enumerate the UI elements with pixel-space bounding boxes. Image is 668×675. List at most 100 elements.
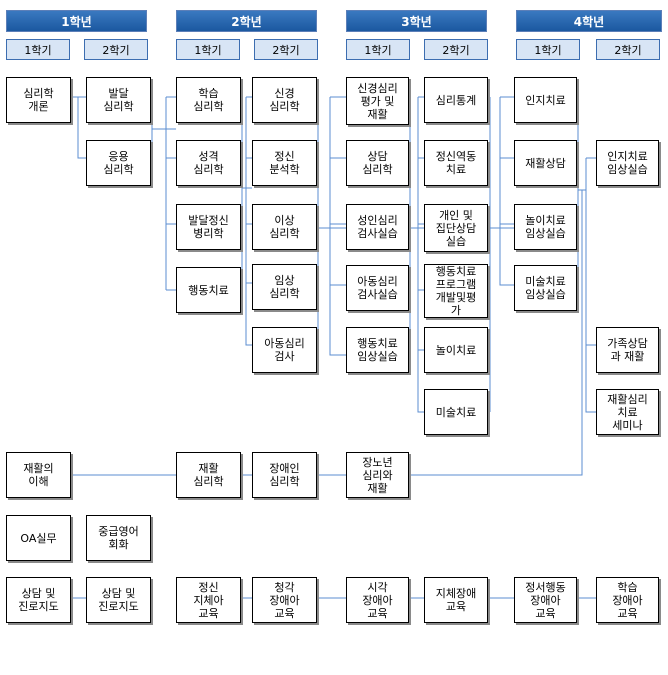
year-header-3: 3학년 — [346, 10, 487, 32]
course-box: 신경 심리학 — [252, 77, 317, 123]
course-box: 임상 심리학 — [252, 264, 317, 310]
course-box: 행동치료 — [176, 267, 241, 313]
course-label: 학습 심리학 — [193, 87, 224, 113]
course-label: 지체장애 교육 — [435, 587, 477, 613]
semester-header-1-2: 2학기 — [84, 39, 148, 60]
semester-header-3-2: 2학기 — [424, 39, 488, 60]
year-header-2: 2학년 — [176, 10, 317, 32]
course-box: 심리통계 — [424, 77, 488, 123]
semester-header-4-1: 1학기 — [516, 39, 580, 60]
course-box: 학습 장애아 교육 — [596, 577, 659, 623]
semester-header-2-2: 2학기 — [254, 39, 318, 60]
course-box: 인지치료 — [514, 77, 577, 123]
course-label: 재활상담 — [525, 156, 566, 170]
course-label: 심리통계 — [435, 93, 477, 107]
course-box: 중급영어 회화 — [86, 515, 151, 561]
course-box: 시각 장애아 교육 — [346, 577, 409, 623]
course-label: 미술치료 — [435, 405, 477, 419]
course-box: 재활심리 치료 세미나 — [596, 389, 659, 435]
course-box: 응용 심리학 — [86, 140, 151, 186]
course-label: 학습 장애아 교육 — [612, 580, 643, 620]
course-box: 아동심리 검사실습 — [346, 265, 409, 311]
course-label: 미술치료 임상실습 — [525, 275, 566, 301]
course-box: 재활 심리학 — [176, 452, 241, 498]
course-label: 장노년 심리와 재활 — [362, 455, 393, 495]
course-label: 정신역동 치료 — [435, 150, 477, 176]
course-box: 장노년 심리와 재활 — [346, 452, 409, 498]
course-label: 중급영어 회화 — [98, 525, 139, 551]
course-label: 성격 심리학 — [193, 150, 224, 176]
course-label: 아동심리 검사실습 — [357, 275, 398, 301]
semester-header-3-1: 1학기 — [346, 39, 410, 60]
course-box: 놀이치료 — [424, 327, 488, 373]
course-box: 아동심리 검사 — [252, 327, 317, 373]
course-label: 장애인 심리학 — [269, 462, 300, 488]
course-box: 상담 심리학 — [346, 140, 409, 186]
course-label: 정신 분석학 — [269, 150, 300, 176]
course-box: 가족상담 과 재활 — [596, 327, 659, 373]
course-label: 응용 심리학 — [103, 150, 134, 176]
course-box: 청각 장애아 교육 — [252, 577, 317, 623]
course-box: 정신 지체아 교육 — [176, 577, 241, 623]
course-label: OA실무 — [20, 531, 57, 545]
year-header-4: 4학년 — [516, 10, 662, 32]
course-box: 상담 및 진로지도 — [86, 577, 151, 623]
course-box: 행동치료 프로그램 개발및평 가 — [424, 264, 488, 318]
semester-header-2-1: 1학기 — [176, 39, 240, 60]
course-box: 재활의 이해 — [6, 452, 71, 498]
course-box: 학습 심리학 — [176, 77, 241, 123]
course-box: 놀이치료 임상실습 — [514, 204, 577, 250]
course-label: 청각 장애아 교육 — [269, 580, 300, 620]
course-label: 신경심리 평가 및 재활 — [357, 81, 398, 121]
course-label: 이상 심리학 — [269, 214, 300, 240]
semester-header-4-2: 2학기 — [596, 39, 660, 60]
course-box: 인지치료 임상실습 — [596, 140, 659, 186]
course-label: 임상 심리학 — [269, 274, 300, 300]
course-label: 발달정신 병리학 — [188, 214, 229, 240]
course-label: 행동치료 프로그램 개발및평 가 — [435, 265, 477, 317]
course-box: 발달정신 병리학 — [176, 204, 241, 250]
course-box: 정신 분석학 — [252, 140, 317, 186]
course-box: 상담 및 진로지도 — [6, 577, 71, 623]
semester-header-1-1: 1학기 — [6, 39, 70, 60]
course-box: 심리학 개론 — [6, 77, 71, 123]
course-label: 행동치료 임상실습 — [357, 337, 398, 363]
course-label: 정신 지체아 교육 — [193, 580, 224, 620]
course-box: OA실무 — [6, 515, 71, 561]
course-label: 상담 및 진로지도 — [18, 587, 59, 613]
course-box: 이상 심리학 — [252, 204, 317, 250]
course-box: 발달 심리학 — [86, 77, 151, 123]
course-label: 개인 및 집단상담 실습 — [435, 208, 477, 248]
course-label: 성인심리 검사실습 — [357, 214, 398, 240]
course-box: 지체장애 교육 — [424, 577, 488, 623]
course-box: 신경심리 평가 및 재활 — [346, 77, 409, 125]
course-box: 정서행동 장애아 교육 — [514, 577, 577, 623]
course-label: 행동치료 — [188, 283, 229, 297]
course-label: 인지치료 임상실습 — [607, 150, 648, 176]
course-box: 정신역동 치료 — [424, 140, 488, 186]
course-box: 성인심리 검사실습 — [346, 204, 409, 250]
course-box: 행동치료 임상실습 — [346, 327, 409, 373]
course-label: 아동심리 검사 — [264, 337, 305, 363]
course-box: 성격 심리학 — [176, 140, 241, 186]
course-label: 신경 심리학 — [269, 87, 300, 113]
course-label: 가족상담 과 재활 — [607, 337, 648, 363]
course-label: 시각 장애아 교육 — [362, 580, 393, 620]
course-label: 정서행동 장애아 교육 — [525, 580, 566, 620]
course-label: 인지치료 — [525, 93, 566, 107]
course-box: 개인 및 집단상담 실습 — [424, 204, 488, 252]
course-label: 재활심리 치료 세미나 — [607, 392, 648, 432]
course-box: 미술치료 — [424, 389, 488, 435]
course-label: 상담 및 진로지도 — [98, 587, 139, 613]
course-label: 놀이치료 — [435, 343, 477, 357]
course-label: 상담 심리학 — [362, 150, 393, 176]
course-label: 재활 심리학 — [193, 462, 224, 488]
course-box: 미술치료 임상실습 — [514, 265, 577, 311]
course-label: 놀이치료 임상실습 — [525, 214, 566, 240]
course-box: 재활상담 — [514, 140, 577, 186]
course-label: 심리학 개론 — [23, 87, 54, 113]
year-header-1: 1학년 — [6, 10, 147, 32]
course-box: 장애인 심리학 — [252, 452, 317, 498]
course-label: 발달 심리학 — [103, 87, 134, 113]
